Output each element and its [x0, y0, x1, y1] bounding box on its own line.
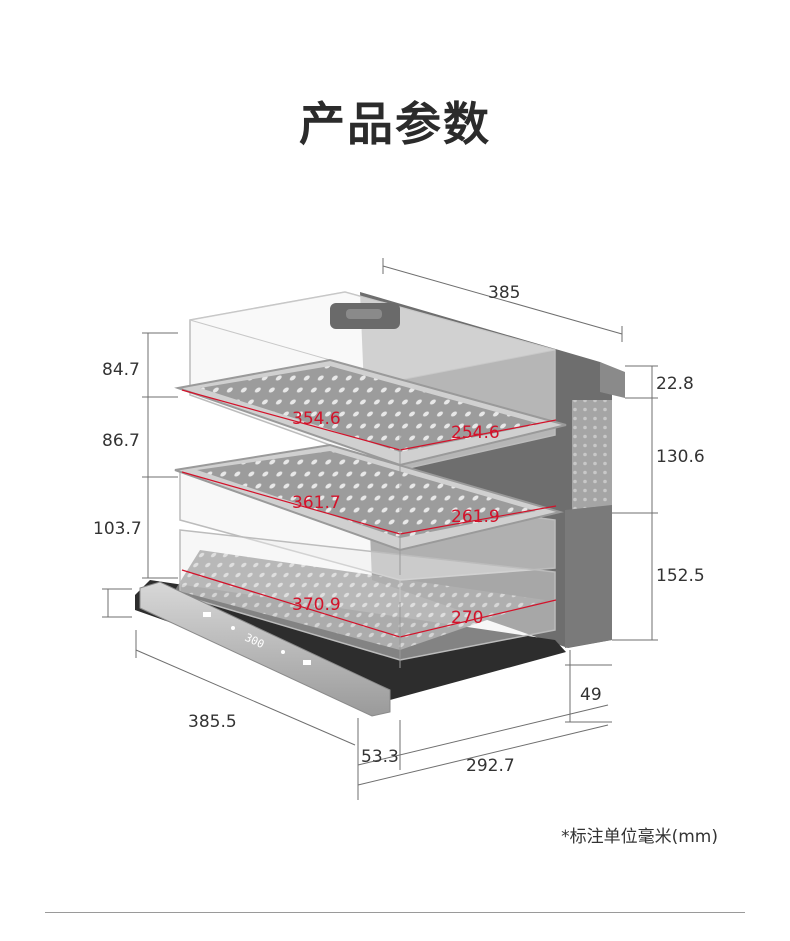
dim-right-low: 152.5 — [656, 566, 705, 586]
dim-right-top: 22.8 — [656, 374, 694, 394]
dim-right-base: 49 — [580, 685, 602, 705]
base-plate — [135, 580, 566, 700]
dim-base-small: 53.3 — [361, 747, 399, 767]
tray-1-length: 354.6 — [292, 409, 341, 429]
dim-lid-height: 84.7 — [102, 360, 140, 380]
footer-divider — [45, 912, 745, 913]
dim-base-depth: 292.7 — [466, 756, 515, 776]
tray-3-width: 270 — [451, 608, 483, 628]
dim-tier-three-height: 103.7 — [93, 519, 142, 539]
unit-note: *标注单位毫米(mm) — [561, 827, 718, 847]
tray-1-width: 254.6 — [451, 423, 500, 443]
tray-3-length: 370.9 — [292, 595, 341, 615]
dim-tier-two-height: 86.7 — [102, 431, 140, 451]
dim-base-length: 385.5 — [188, 712, 237, 732]
control-panel: 300 — [139, 581, 391, 717]
tray-tier-1 — [174, 358, 567, 467]
page-title: 产品参数 — [299, 97, 491, 151]
lid-handle — [330, 303, 400, 329]
tray-tier-2 — [174, 443, 564, 552]
tray-2-width: 261.9 — [451, 507, 500, 527]
tray-2-length: 361.7 — [292, 493, 341, 513]
tray-measure-lines — [181, 389, 557, 638]
dimension-lines — [102, 258, 658, 800]
dim-right-mid: 130.6 — [656, 447, 705, 467]
dim-top-width: 385 — [488, 283, 520, 303]
